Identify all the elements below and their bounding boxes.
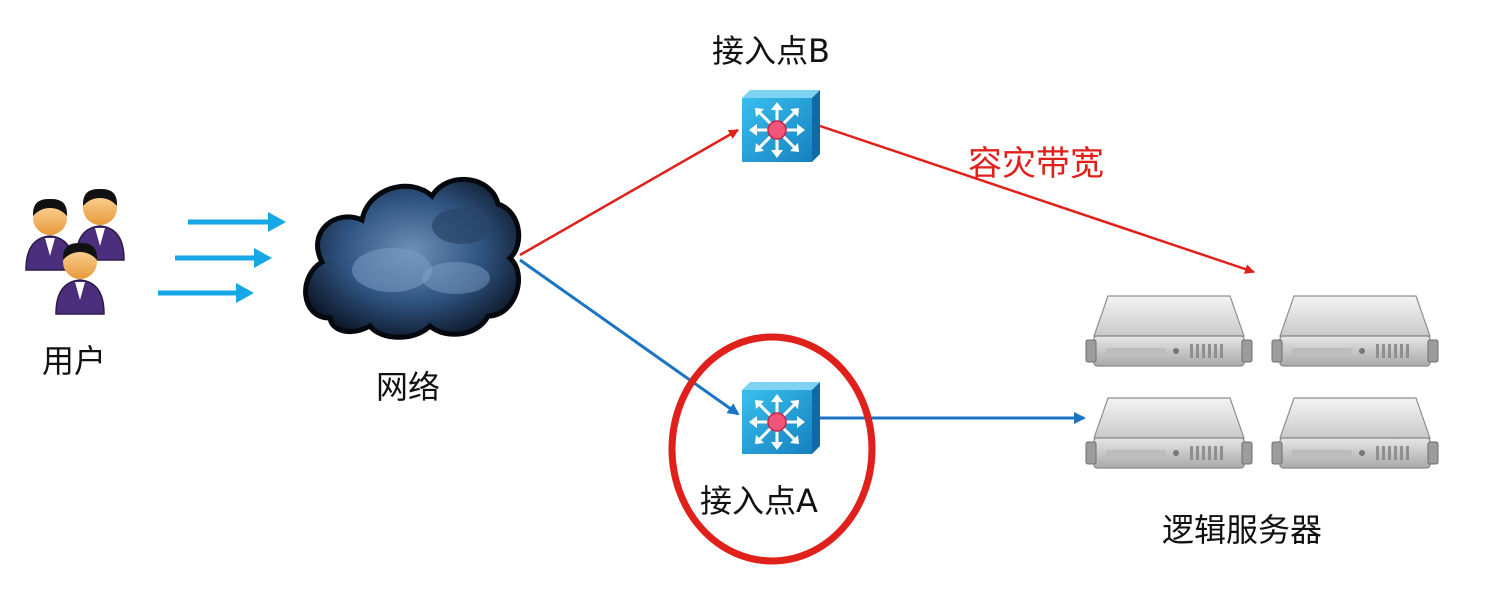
network-label: 网络 (376, 368, 441, 406)
server-icon (1271, 397, 1439, 469)
backup-link-b-to-servers (819, 124, 1255, 274)
access-point-a-label: 接入点A (700, 482, 818, 520)
user-flow-arrows (158, 212, 286, 303)
highlight-ring (668, 333, 876, 565)
switch-icon (740, 380, 822, 456)
server-icon (1271, 295, 1439, 367)
switch-icon (740, 88, 822, 164)
access-point-b-label: 接入点B (712, 32, 830, 70)
primary-link-cloud-to-a (519, 258, 740, 416)
server-group (1085, 295, 1439, 469)
logic-servers-label: 逻辑服务器 (1162, 511, 1323, 549)
server-icon (1085, 397, 1253, 469)
users-label: 用户 (42, 342, 107, 380)
backup-link-cloud-to-b (519, 128, 739, 257)
disaster-bandwidth-label: 容灾带宽 (968, 144, 1104, 184)
users-icon (25, 188, 125, 315)
cloud-icon (303, 176, 522, 340)
server-icon (1085, 295, 1253, 367)
